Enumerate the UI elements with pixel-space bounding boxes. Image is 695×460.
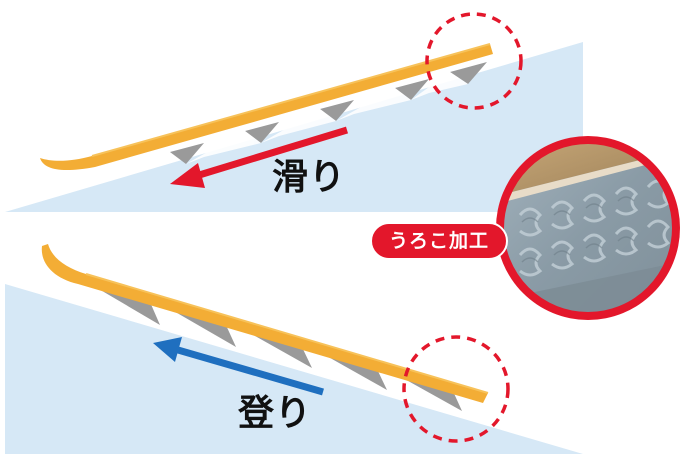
climb-scale-teeth <box>92 285 462 411</box>
climb-ski <box>41 244 489 403</box>
glide-direction-arrow-icon <box>170 126 349 188</box>
climb-panel <box>5 244 583 454</box>
scale-texture-zoom <box>496 136 680 320</box>
glide-label: 滑り <box>272 157 347 198</box>
climb-label: 登り <box>238 393 313 434</box>
climb-callout-ring <box>402 335 510 443</box>
scale-texture-badge: うろこ加工 <box>370 222 508 260</box>
glide-panel <box>5 12 583 212</box>
glide-callout-ring <box>425 12 523 110</box>
glide-scale-teeth <box>170 62 487 164</box>
climb-direction-arrow-icon <box>153 337 324 396</box>
climb-slope <box>5 284 583 454</box>
